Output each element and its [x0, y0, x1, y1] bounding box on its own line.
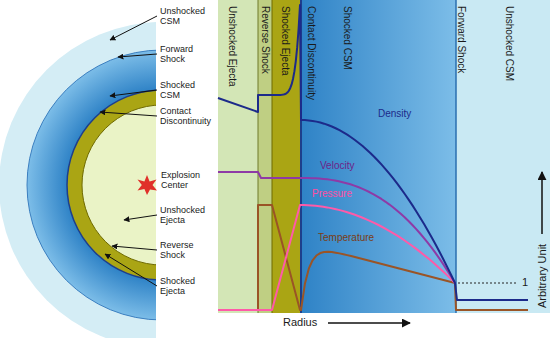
region-label: Contact Discontinuity	[306, 6, 317, 100]
band-region: Unshocked Ejecta	[218, 0, 258, 313]
region-label: Shocked CSM	[342, 6, 353, 70]
shocked-csm-band	[300, 0, 456, 313]
region-callout: Forward Shock	[160, 44, 217, 64]
curve-label: Density	[378, 108, 411, 120]
curve-label: Velocity	[320, 160, 354, 172]
band-region: Shocked Ejecta	[272, 0, 300, 313]
band-region: Forward Shock	[452, 0, 470, 313]
region-label: Reverse Shock	[260, 6, 271, 74]
region-callout: Reverse Shock	[160, 240, 217, 260]
explosion-star	[138, 175, 158, 195]
profile-curves	[218, 5, 528, 310]
axis-title: Radius	[283, 316, 317, 329]
region-callout: Shocked CSM	[160, 80, 217, 100]
center-callout: Explosion Center	[161, 170, 207, 190]
region-label: Shocked Ejecta	[280, 6, 291, 76]
unshocked-csm-ring	[0, 22, 156, 338]
radius-arrow	[328, 322, 410, 324]
reverse-shock-band	[258, 0, 272, 313]
curve-label: Temperature	[318, 232, 374, 244]
leader-line	[100, 112, 157, 116]
shocked-ejecta-ring	[67, 90, 156, 280]
density-curve	[218, 5, 528, 300]
unshocked-csm-band	[456, 0, 550, 313]
region-callout: Unshocked CSM	[160, 6, 217, 26]
unit-value: 1	[522, 276, 528, 289]
leader-lines	[100, 16, 157, 286]
band-region: Shocked CSM	[318, 0, 452, 313]
region-callout: Unshocked Ejecta	[160, 205, 217, 225]
leader-line	[124, 215, 157, 220]
unshocked-ejecta-band	[218, 0, 258, 313]
leader-line	[110, 16, 157, 40]
unshocked-ejecta-core	[82, 105, 156, 265]
region-label: Forward Shock	[456, 6, 467, 73]
remnant-disc	[0, 22, 156, 338]
pressure-curve	[218, 205, 455, 310]
band-region: Contact Discontinuity	[300, 0, 318, 313]
temperature-curve	[218, 205, 528, 310]
unit-level-line	[458, 283, 518, 284]
unit-arrow	[541, 172, 543, 234]
curve-label: Pressure	[312, 188, 352, 200]
band-edge	[272, 0, 273, 313]
region-callout: Shocked Ejecta	[160, 276, 217, 296]
leader-line	[105, 254, 157, 286]
band-region: Reverse Shock	[258, 0, 272, 313]
velocity-curve	[218, 172, 455, 283]
shocked-ejecta-band	[272, 0, 300, 313]
leader-line	[110, 90, 157, 96]
region-label: Unshocked CSM	[504, 6, 515, 81]
region-label: Unshocked Ejecta	[227, 6, 238, 87]
leader-line	[112, 246, 157, 250]
leader-line	[118, 54, 157, 57]
axis-title: Arbitrary Unit	[536, 244, 549, 308]
region-callout: Contact Discontinuity	[160, 106, 217, 126]
shocked-csm-ring	[27, 50, 156, 320]
